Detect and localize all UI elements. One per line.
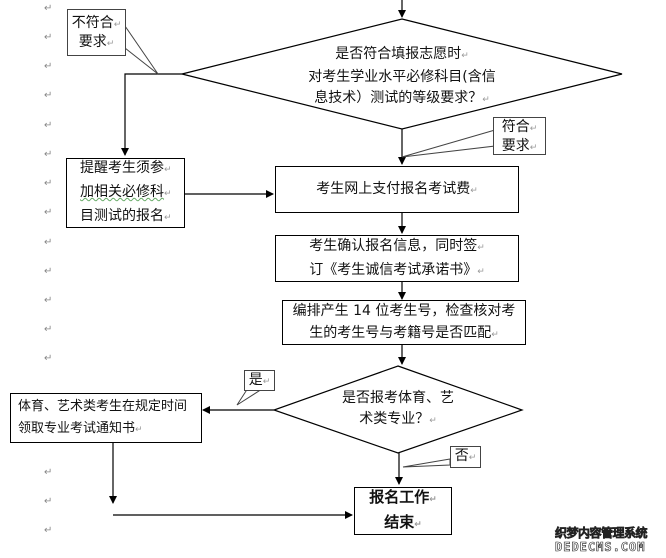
- callout-not-meet: 不符合↵ 要求↵: [67, 9, 126, 56]
- remind-box: 提醒考生须参↵ 加相关必修科↵ 目测试的报名↵: [66, 158, 185, 228]
- callout-yes: 是↵: [244, 370, 275, 391]
- decision1-line: 是否符合填报志愿时↵: [335, 46, 469, 62]
- paragraph-mark: ↵: [44, 324, 53, 335]
- callout-not-meet-pointer: [124, 24, 159, 75]
- decision2-line: 是否报考体育、艺: [342, 390, 454, 406]
- callout-meet-pointer: [401, 129, 496, 158]
- callout-no-pointer: [402, 458, 451, 468]
- paragraph-mark: ↵: [44, 353, 53, 364]
- paragraph-mark: ↵: [44, 32, 53, 43]
- decision2-text: 是否报考体育、艺 术类专业？↵: [318, 388, 478, 432]
- paragraph-mark: ↵: [44, 3, 53, 14]
- decision2-line: 术类专业？↵: [359, 411, 437, 427]
- confirm-box: 考生确认报名信息，同时签↵ 订《考生诚信考试承诺书》↵: [275, 235, 519, 282]
- art-box: 体育、艺术类考生在规定时间 领取专业考试通知书↵: [10, 393, 202, 443]
- paragraph-mark: ↵: [44, 178, 53, 189]
- arrow-not-meet: [121, 73, 182, 156]
- decision1-text: 是否符合填报志愿时↵ 对考生学业水平必修科目(含信 息技术）测试的等级要求？↵: [272, 44, 532, 111]
- paragraph-mark: ↵: [44, 496, 53, 507]
- paragraph-mark: ↵: [44, 61, 53, 72]
- pay-box: 考生网上支付报名考试费↵: [275, 166, 519, 213]
- paragraph-mark: ↵: [44, 120, 53, 131]
- decision2-diamond: [272, 365, 524, 454]
- paragraph-mark: ↵: [44, 525, 53, 536]
- paragraph-mark: ↵: [44, 149, 53, 160]
- callout-no: 否↵: [450, 446, 481, 468]
- paragraph-mark: ↵: [44, 90, 53, 101]
- paragraph-mark: ↵: [44, 467, 53, 478]
- paragraph-mark: ↵: [44, 295, 53, 306]
- paragraph-mark: ↵: [44, 266, 53, 277]
- watermark-line2: DEDECMS.COM: [555, 540, 646, 555]
- decision1-line: 对考生学业水平必修科目(含信: [308, 69, 496, 85]
- callout-meet: 符合↵ 要求↵: [493, 117, 546, 155]
- end-box: 报名工作↵ 结束↵: [354, 487, 452, 535]
- paragraph-mark: ↵: [44, 207, 53, 218]
- paragraph-mark: ↵: [44, 237, 53, 248]
- number-box: 编排产生 14 位考生号，检查核对考 生的考生号与考籍号是否匹配↵: [282, 300, 526, 345]
- decision1-line: 息技术）测试的等级要求？↵: [314, 90, 490, 106]
- watermark-line1: 织梦内容管理系统: [555, 526, 648, 541]
